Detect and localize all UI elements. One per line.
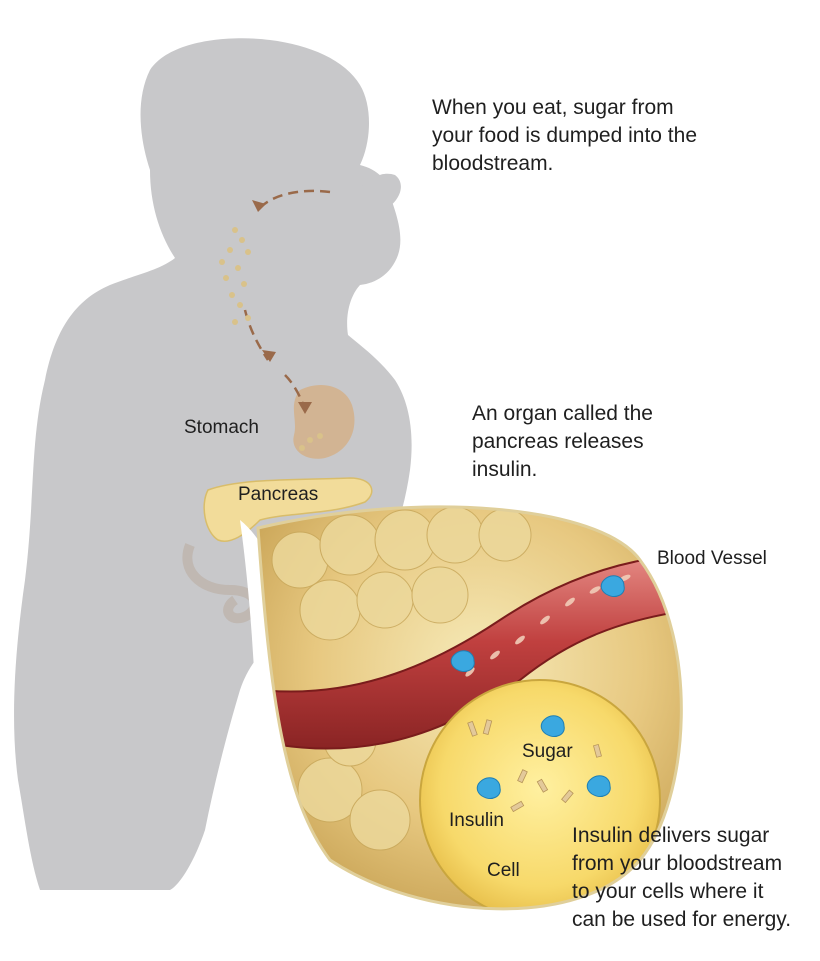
arrowheads — [252, 200, 312, 414]
caption-pancreas: An organ called the pancreas releases in… — [472, 402, 653, 481]
person-eating-silhouette-icon — [14, 38, 412, 920]
magnifier-rim — [256, 505, 683, 911]
pancreas-organ — [203, 477, 373, 542]
insulin-molecule-icon — [450, 575, 625, 799]
label-pancreas: Pancreas — [238, 484, 319, 505]
label-stomach: Stomach — [184, 417, 259, 438]
label-cell: Cell — [487, 860, 520, 881]
sugar-crystal-icon — [467, 719, 602, 813]
caption-eat: When you eat, sugar from your food is du… — [432, 96, 698, 175]
label-sugar: Sugar — [522, 741, 573, 762]
blood-vessel — [258, 553, 682, 750]
magnified-view — [258, 506, 682, 909]
cell-body — [419, 679, 661, 909]
caption-insulin: Insulin delivers sugar from your bloodst… — [572, 824, 792, 931]
food-particles — [219, 227, 323, 451]
label-blood-vessel: Blood Vessel — [657, 548, 767, 569]
label-insulin: Insulin — [449, 810, 504, 831]
